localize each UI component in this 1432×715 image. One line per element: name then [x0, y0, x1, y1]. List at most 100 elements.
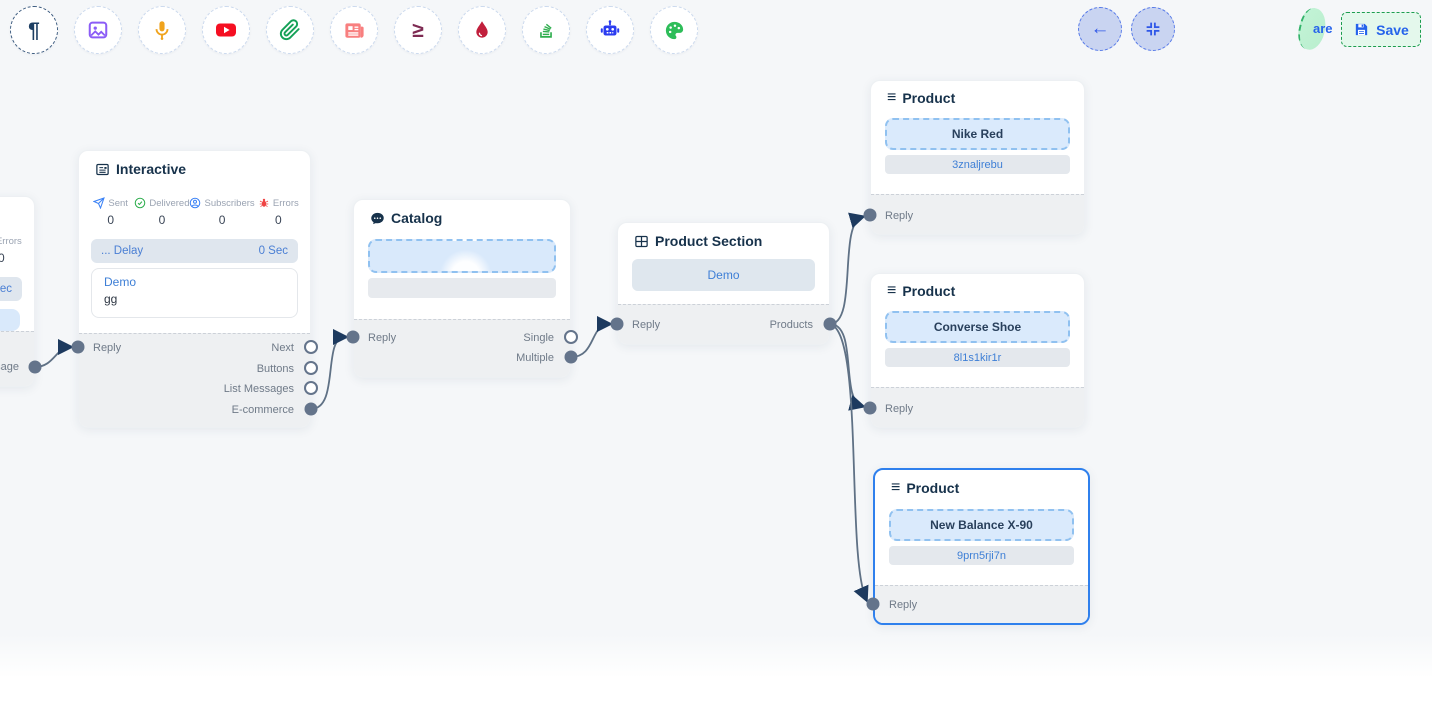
- delay-label: ... Delay: [101, 245, 144, 257]
- edge-products-to-nike[interactable]: [829, 212, 866, 325]
- save-icon: [1355, 23, 1368, 36]
- catalog-caption-placeholder[interactable]: [368, 278, 556, 298]
- node-title: Product: [906, 480, 960, 496]
- save-button[interactable]: Save: [1341, 12, 1421, 47]
- input-label-reply: Reply: [93, 342, 122, 354]
- stat-value: 0: [0, 251, 5, 265]
- handle-products-source[interactable]: [823, 317, 837, 331]
- product-code-box[interactable]: 8l1s1kir1r: [885, 348, 1070, 367]
- menu-icon: ≡: [887, 282, 897, 299]
- product-code-box[interactable]: 3znaljrebu: [885, 155, 1070, 174]
- comment-dots-icon: [371, 212, 384, 224]
- output-label-next: Next: [271, 342, 294, 354]
- handle-new-balance-reply[interactable]: [866, 597, 880, 611]
- node-title: Product: [902, 90, 956, 106]
- product-name-box[interactable]: New Balance X-90: [889, 509, 1074, 541]
- handle-catalog-reply[interactable]: [346, 330, 360, 344]
- tool-condition-button[interactable]: ≥: [394, 6, 442, 54]
- edge-products-to-converse[interactable]: [829, 323, 866, 411]
- youtube-icon: [216, 23, 236, 37]
- stat-label: Subscribers: [204, 197, 255, 209]
- interactive-node[interactable]: Interactive Sent 0 Delivered 0: [78, 150, 311, 428]
- edge-products-to-new-balance[interactable]: [829, 323, 869, 603]
- output-label-products: Products: [769, 319, 813, 331]
- paragraph-icon: ¶: [28, 18, 40, 42]
- palette-icon: [665, 21, 683, 39]
- handle-ecommerce-source[interactable]: [304, 402, 318, 416]
- product-name: Converse Shoe: [933, 320, 1022, 334]
- input-label-reply: Reply: [889, 599, 918, 611]
- catalog-node[interactable]: Catalog Reply Single Multiple: [353, 199, 571, 378]
- stack-icon: [540, 23, 552, 38]
- output-label-message: Message: [0, 361, 19, 373]
- handle-product-section-reply[interactable]: [610, 317, 624, 331]
- tool-bot-button[interactable]: [586, 6, 634, 54]
- quick-reply-box[interactable]: [0, 309, 20, 331]
- product-section-node[interactable]: Product Section Demo Reply Products: [617, 222, 830, 345]
- node-title: Product Section: [655, 233, 763, 249]
- stat-value: 0: [274, 213, 282, 227]
- delay-value: 0 Sec: [258, 245, 288, 257]
- tool-attachment-button[interactable]: [266, 6, 314, 54]
- node-type-toolbar: ¶ ≥: [10, 6, 698, 54]
- stat-label: Errors: [0, 235, 22, 247]
- paperclip-icon: [279, 19, 300, 41]
- stat-label: Errors: [272, 197, 299, 209]
- tool-audio-button[interactable]: [138, 6, 186, 54]
- output-label-ecommerce: E-commerce: [231, 404, 294, 416]
- tool-template-button[interactable]: [330, 6, 378, 54]
- product-name-box[interactable]: Nike Red: [885, 118, 1070, 150]
- stat-label: Delivered: [149, 197, 190, 209]
- handle-list-messages-source[interactable]: [304, 381, 318, 395]
- body-link[interactable]: Demo: [104, 275, 137, 289]
- handle-multiple-source[interactable]: [564, 350, 578, 364]
- product-code-box[interactable]: 9prn5rji7n: [889, 546, 1074, 565]
- menu-icon: ≡: [887, 89, 897, 106]
- stat-label: Sent: [108, 197, 128, 209]
- delay-value: 0 Sec: [0, 283, 12, 295]
- product-node-new-balance[interactable]: ≡ Product New Balance X-90 9prn5rji7n Re…: [873, 468, 1090, 625]
- handle-interactive-reply[interactable]: [71, 340, 85, 354]
- partially-hidden-button-label[interactable]: are: [1313, 21, 1333, 36]
- node-title: Product: [902, 283, 956, 299]
- tool-drip-button[interactable]: [458, 6, 506, 54]
- node-title: Catalog: [391, 210, 443, 226]
- back-button[interactable]: ←: [1078, 7, 1122, 51]
- arrow-left-icon: ←: [1090, 18, 1110, 39]
- tool-image-button[interactable]: [74, 6, 122, 54]
- delay-row[interactable]: ... Delay 0 Sec: [91, 239, 298, 263]
- stat-value: 0: [218, 213, 226, 227]
- delay-row[interactable]: 0 Sec: [0, 277, 22, 301]
- product-name-box[interactable]: Converse Shoe: [885, 311, 1070, 343]
- handle-converse-reply[interactable]: [863, 401, 877, 415]
- message-body-box[interactable]: Demo gg: [91, 268, 298, 318]
- fit-view-button[interactable]: [1131, 7, 1175, 51]
- tool-video-button[interactable]: [202, 6, 250, 54]
- product-node-nike[interactable]: ≡ Product Nike Red 3znaljrebu Reply: [870, 80, 1085, 235]
- save-button-label: Save: [1376, 21, 1409, 38]
- input-label-reply: Reply: [885, 403, 914, 415]
- subscriber-icon: [190, 197, 201, 209]
- output-label-single: Single: [523, 332, 554, 344]
- tool-theme-button[interactable]: [650, 6, 698, 54]
- greater-equal-icon: ≥: [412, 18, 424, 42]
- tool-text-button[interactable]: ¶: [10, 6, 58, 54]
- product-name: New Balance X-90: [930, 518, 1033, 532]
- partial-message-node[interactable]: Errors 0 0 Sec Message: [0, 196, 35, 387]
- catalog-image-placeholder[interactable]: [368, 239, 556, 273]
- product-node-converse[interactable]: ≡ Product Converse Shoe 8l1s1kir1r Reply: [870, 273, 1085, 428]
- section-demo-button[interactable]: Demo: [632, 259, 815, 291]
- bug-icon: [259, 198, 269, 208]
- handle-buttons-source[interactable]: [304, 361, 318, 375]
- output-label-buttons: Buttons: [256, 363, 294, 375]
- table-icon: [635, 235, 648, 247]
- handle-next-source[interactable]: [304, 340, 318, 354]
- tool-stack-button[interactable]: [522, 6, 570, 54]
- handle-nike-reply[interactable]: [863, 208, 877, 222]
- handle-single-source[interactable]: [564, 330, 578, 344]
- product-code: 9prn5rji7n: [957, 549, 1006, 562]
- product-code: 8l1s1kir1r: [953, 351, 1002, 364]
- input-label-reply: Reply: [632, 319, 661, 331]
- image-icon: [88, 21, 108, 39]
- handle-message-source[interactable]: [28, 360, 42, 374]
